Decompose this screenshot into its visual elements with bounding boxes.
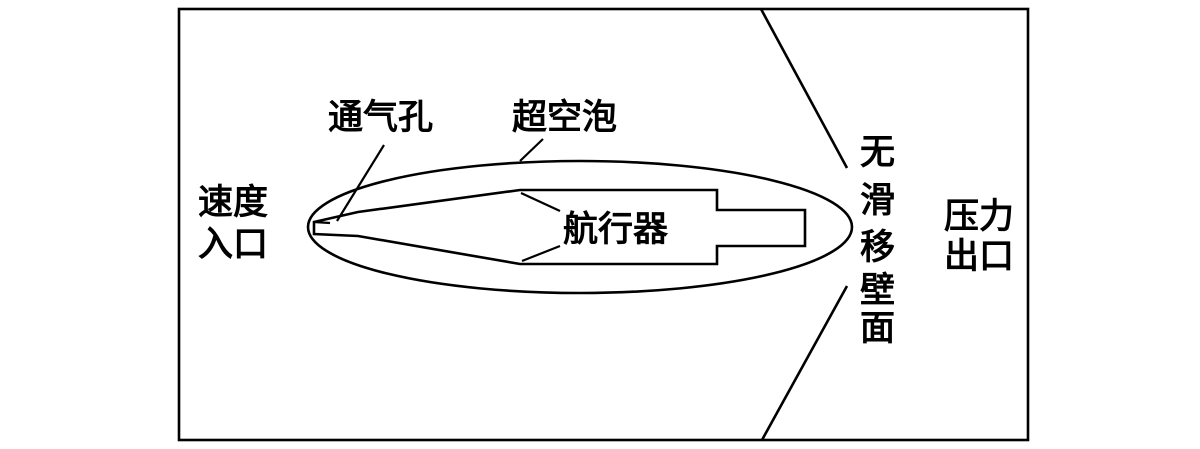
vent-hole-mark xyxy=(313,220,331,225)
leader-supercavity xyxy=(519,138,544,162)
label-wall-char-4: 壁 xyxy=(860,271,895,311)
label-wall-char-5: 面 xyxy=(860,309,895,349)
leader-vehicle-upper xyxy=(520,192,561,212)
leader-vent-hole xyxy=(336,144,385,222)
domain-boundary xyxy=(177,7,1030,442)
label-wall-char-2: 滑 xyxy=(860,181,895,221)
leader-vehicle-lower xyxy=(521,244,561,263)
label-vent-hole: 通气孔 xyxy=(328,98,433,138)
label-velocity-inlet-line1: 速度 xyxy=(198,183,268,223)
label-velocity-inlet-line2: 入口 xyxy=(198,225,268,265)
label-pressure-outlet-line2: 出口 xyxy=(944,237,1014,277)
label-wall-char-1: 无 xyxy=(860,133,895,173)
supercavity-outline xyxy=(306,159,854,295)
label-wall-char-3: 移 xyxy=(860,228,895,268)
label-supercavity: 超空泡 xyxy=(512,98,617,138)
wall-boundary-upper xyxy=(759,8,849,169)
label-vehicle: 航行器 xyxy=(563,209,669,250)
wall-boundary-lower xyxy=(760,285,849,441)
vehicle-outline xyxy=(312,188,807,266)
label-pressure-outlet-line1: 压力 xyxy=(944,197,1014,237)
